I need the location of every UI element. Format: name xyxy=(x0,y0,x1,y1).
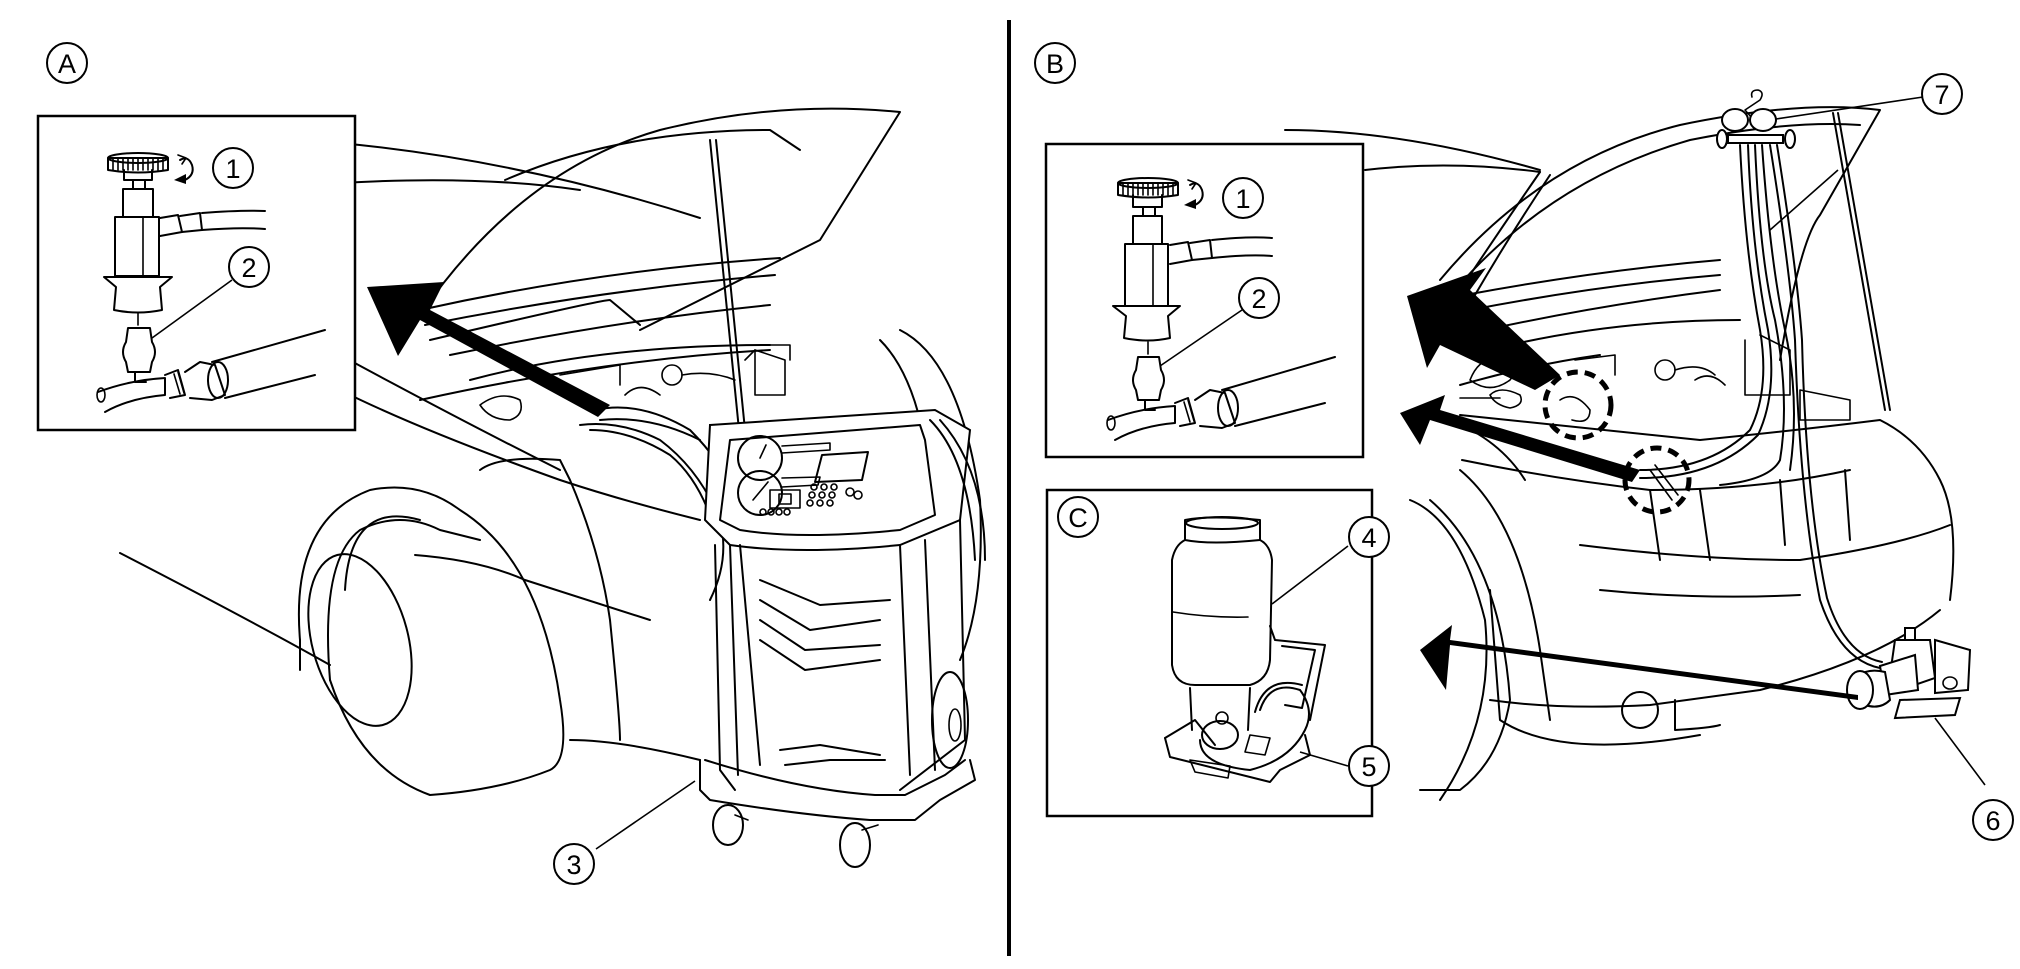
callout-number: 2 xyxy=(1251,284,1266,314)
callout-number: 1 xyxy=(225,154,240,184)
callout-4: 4 xyxy=(1348,516,1390,558)
callout-number: 5 xyxy=(1361,752,1376,782)
callout-2-a: 2 xyxy=(228,246,270,288)
callout-1-b: 1 xyxy=(1222,177,1264,219)
callout-number: 4 xyxy=(1361,523,1376,553)
panel-label-b-text: B xyxy=(1046,49,1064,79)
inset-refrigerant-container-c xyxy=(1045,488,1374,818)
ac-service-machine xyxy=(579,406,986,868)
leader-3 xyxy=(595,780,696,850)
inset-service-coupler-b xyxy=(1044,142,1365,459)
callout-number: 1 xyxy=(1235,184,1250,214)
callout-6: 6 xyxy=(1972,799,2014,841)
callout-2-b: 2 xyxy=(1238,277,1280,319)
callout-5: 5 xyxy=(1348,745,1390,787)
panel-a xyxy=(36,107,986,868)
callout-number: 7 xyxy=(1934,80,1949,110)
callout-7: 7 xyxy=(1921,73,1963,115)
manifold-gauge-set xyxy=(1716,89,1924,231)
panel-label-b: B xyxy=(1034,42,1076,84)
callout-3: 3 xyxy=(553,843,595,885)
callout-number: 2 xyxy=(241,253,256,283)
arrow-to-low-pressure-valve xyxy=(1400,395,1640,482)
panel-b xyxy=(1044,89,1986,818)
low-pressure-service-valve-indicator xyxy=(1622,445,1692,515)
weight-scale xyxy=(1164,625,1326,783)
panel-label-a-text: A xyxy=(58,49,76,79)
refrigerant-container xyxy=(1171,516,1273,750)
panel-label-a: A xyxy=(46,42,88,84)
arrow-to-high-pressure-valve xyxy=(1407,268,1560,390)
inset-service-coupler-a xyxy=(36,114,357,432)
arrow-to-vacuum-pump xyxy=(1420,625,1858,700)
panel-label-c: C xyxy=(1057,496,1099,538)
callout-number: 3 xyxy=(566,850,581,880)
vacuum-pump xyxy=(1846,627,1986,786)
vehicle-illustration-b xyxy=(1284,106,1955,801)
panel-label-c-text: C xyxy=(1068,503,1088,533)
arrow-to-service-valve-a xyxy=(367,282,610,417)
callout-1-a: 1 xyxy=(212,147,254,189)
callout-number: 6 xyxy=(1985,806,2000,836)
vehicle-illustration-a xyxy=(119,107,982,796)
high-pressure-service-valve-indicator xyxy=(1542,369,1614,441)
